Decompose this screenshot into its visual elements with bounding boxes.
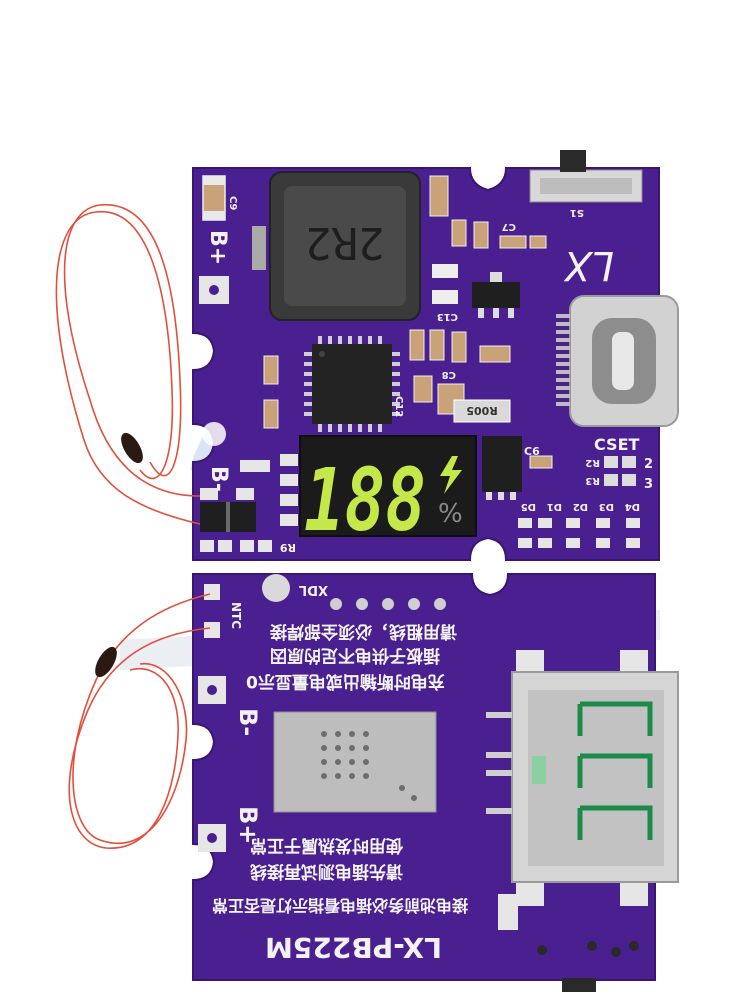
ntc-thermistor-top xyxy=(55,204,201,525)
label-b-plus-top: B+ xyxy=(205,230,230,265)
b-minus-pad-hole xyxy=(207,685,217,695)
label-c13: C13 xyxy=(437,311,458,322)
note-6: 接电池前务必插电看指示灯是否正常 xyxy=(212,896,468,915)
label-d5: D5 xyxy=(521,501,536,512)
xdl-logo-icon xyxy=(262,574,290,602)
label-b-minus-top: B- xyxy=(206,466,231,492)
capacitor-c6 xyxy=(529,455,553,469)
power-inductor: 2R2 xyxy=(269,171,421,321)
capacitor-bank-top xyxy=(252,175,547,304)
usb-c-connector xyxy=(556,295,679,427)
ground-pad-vias xyxy=(273,711,437,813)
label-c6: C6 xyxy=(524,445,540,458)
label-d3: D3 xyxy=(599,501,614,512)
mounting-hole-top xyxy=(202,422,226,446)
label-cset-3: 3 xyxy=(644,477,653,492)
controller-ic xyxy=(304,336,400,432)
display-unit: % xyxy=(438,499,463,529)
led-display: 188 % xyxy=(299,435,477,551)
mosfet-bottom-left xyxy=(200,502,256,532)
silkscreen-notes: 请用粗线，必须全部焊接 插板子供电不足的原因 充电时断输出或电量显示0 请先插电… xyxy=(212,621,468,915)
label-d2: D2 xyxy=(573,501,588,512)
display-connector-pads xyxy=(280,454,298,526)
cset-pads xyxy=(604,456,636,486)
ntc-pad-1 xyxy=(204,584,220,600)
display-digits: 188 xyxy=(304,451,426,551)
ntc-thermistor-bottom xyxy=(68,593,211,849)
b-plus-pad xyxy=(199,276,229,304)
bottom-edge-parts xyxy=(498,894,639,992)
mosfet-top xyxy=(482,436,522,500)
usb-a-connector xyxy=(486,650,679,906)
label-cset: CSET xyxy=(594,435,639,454)
ntc-pad-2 xyxy=(204,622,220,638)
label-xdl: XDL xyxy=(299,582,328,597)
label-b-minus-bottom: B- xyxy=(234,708,262,736)
pin-header-holes xyxy=(330,598,446,610)
label-cset-2: 2 xyxy=(644,457,653,472)
note-5: 使用时发热属于正常 xyxy=(250,835,404,856)
led-pads xyxy=(518,518,640,548)
sense-resistor-r005: R005 xyxy=(453,399,511,423)
label-r2: R2 xyxy=(585,457,600,468)
model-label: LX-PB225M xyxy=(265,931,442,964)
b-minus-pads xyxy=(200,460,272,552)
charging-bolt-icon xyxy=(440,456,462,494)
label-c7: C7 xyxy=(502,221,516,232)
label-b-plus-bottom: B+ xyxy=(234,806,262,844)
label-ntc: NTC xyxy=(229,602,243,629)
sot-transistor xyxy=(472,272,520,318)
capacitor-bank-mid xyxy=(263,329,511,429)
top-board: S1 2R2 C9 B+ C7 xyxy=(192,150,679,561)
inductor-marking: 2R2 xyxy=(305,217,384,268)
label-d4: D4 xyxy=(625,501,640,512)
note-4: 请先插电测试再接线 xyxy=(250,861,403,882)
capacitor-c9 xyxy=(202,175,226,221)
b-plus-pad-hole xyxy=(207,833,217,843)
label-c9: C9 xyxy=(227,196,238,210)
note-1: 请用粗线，必须全部焊接 xyxy=(270,621,457,642)
note-3: 充电时断输出或电量显示0 xyxy=(246,671,445,692)
label-c8: C8 xyxy=(442,369,456,380)
label-r9: R9 xyxy=(280,541,296,554)
label-r3: R3 xyxy=(585,475,600,486)
svg-text:R005: R005 xyxy=(466,404,497,417)
label-c12: C12 xyxy=(393,396,404,417)
note-2: 插板子供电不足的原因 xyxy=(270,645,440,666)
label-s1: S1 xyxy=(570,207,584,218)
slide-switch xyxy=(529,150,643,203)
bottom-board: XDL NTC 请用粗线，必须全部焊接 插板子供电不足的原因 充电时断输出或电量… xyxy=(192,573,679,992)
label-d1: D1 xyxy=(547,501,562,512)
brand-lx: LX xyxy=(563,242,614,288)
